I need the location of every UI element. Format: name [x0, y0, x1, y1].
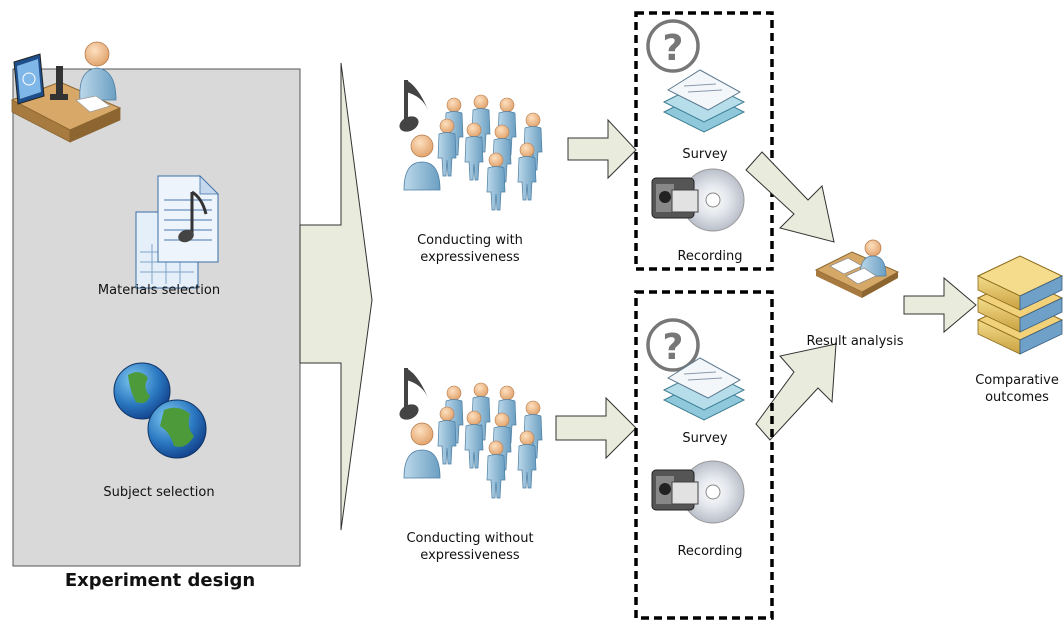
measures-box-bottom	[634, 290, 774, 620]
music-document-icon	[135, 175, 219, 289]
analyst-icon	[814, 239, 900, 298]
conductor-orchestra-icon-top	[399, 80, 543, 211]
arrow-to-outcomes	[903, 276, 977, 334]
condition-with-label-line1: Conducting with	[417, 233, 523, 248]
arrow-to-measures-bottom	[555, 396, 637, 460]
svg-text:?: ?	[663, 327, 684, 368]
comparative-outcomes-label-line1: Comparative	[975, 373, 1059, 388]
recording-label-top: Recording	[677, 249, 743, 264]
arrow-to-analysis-top	[745, 151, 835, 243]
survey-icon-top: ?	[646, 19, 746, 133]
condition-without-label-line1: Conducting without	[406, 531, 534, 546]
recording-label-bottom: Recording	[677, 544, 743, 559]
materials-selection-label: Materials selection	[97, 283, 221, 298]
arrow-to-analysis-bottom	[755, 343, 837, 441]
measures-box-top	[634, 11, 774, 271]
conductor-orchestra-icon-bottom	[399, 368, 543, 499]
experiment-design-title: Experiment design	[64, 570, 256, 591]
design-flow-arrow	[299, 62, 373, 531]
recording-icon-top	[651, 168, 745, 232]
researcher-icon	[10, 41, 122, 143]
subject-selection-label: Subject selection	[103, 485, 215, 500]
result-analysis-label: Result analysis	[806, 334, 904, 349]
books-stack-icon	[976, 255, 1064, 355]
condition-with-label-line2: expressiveness	[420, 250, 520, 265]
recording-icon-bottom	[651, 460, 745, 524]
survey-icon-bottom: ?	[646, 318, 746, 421]
comparative-outcomes-label-line2: outcomes	[985, 390, 1049, 405]
survey-label-top: Survey	[682, 147, 728, 162]
condition-without-label-line2: expressiveness	[420, 548, 520, 563]
experiment-design-panel	[12, 68, 301, 567]
arrow-to-measures-top	[567, 118, 637, 180]
survey-label-bottom: Survey	[682, 431, 728, 446]
globes-icon	[113, 362, 207, 459]
svg-text:?: ?	[663, 28, 684, 69]
